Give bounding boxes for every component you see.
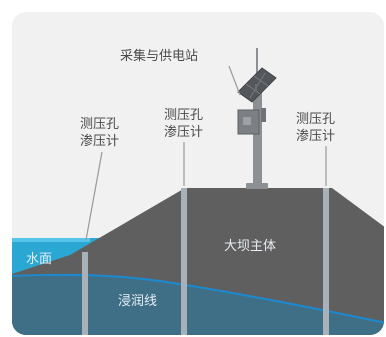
piezometer-pipe-2 (181, 188, 187, 335)
acquisition-box-icon (237, 108, 266, 135)
piezometer-label-2-line1: 测压孔 (164, 108, 204, 123)
water-highlight (12, 238, 90, 242)
seepage-line-label: 浸润线 (118, 294, 158, 309)
station-label: 采集与供电站 (120, 49, 199, 64)
seepage-zone (12, 275, 384, 335)
solar-panel-icon (237, 67, 277, 103)
piezometer-label-3-line2: 渗压计 (296, 129, 336, 144)
dam-body-label: 大坝主体 (224, 239, 277, 254)
piezometer-label-2: 测压孔 渗压计 (164, 107, 203, 141)
station-leader-line (228, 65, 241, 96)
piezometer-pipe-3 (323, 188, 329, 335)
piezometer-label-2-line2: 渗压计 (164, 125, 204, 140)
piezometer-label-1: 测压孔 渗压计 (80, 116, 119, 150)
piezometer-label-3: 测压孔 渗压计 (296, 111, 335, 145)
station-pole (253, 85, 262, 185)
piezometer-label-1-line2: 渗压计 (80, 134, 120, 149)
station-antenna (256, 48, 258, 88)
leader-line-1 (85, 151, 103, 241)
piezometer-pipe-1 (82, 252, 88, 335)
piezometer-label-3-line1: 测压孔 (296, 112, 336, 127)
piezometer-label-1-line1: 测压孔 (80, 117, 120, 132)
water-surface-label: 水面 (26, 252, 53, 267)
station-base (246, 183, 268, 189)
seepage-line (12, 273, 384, 324)
